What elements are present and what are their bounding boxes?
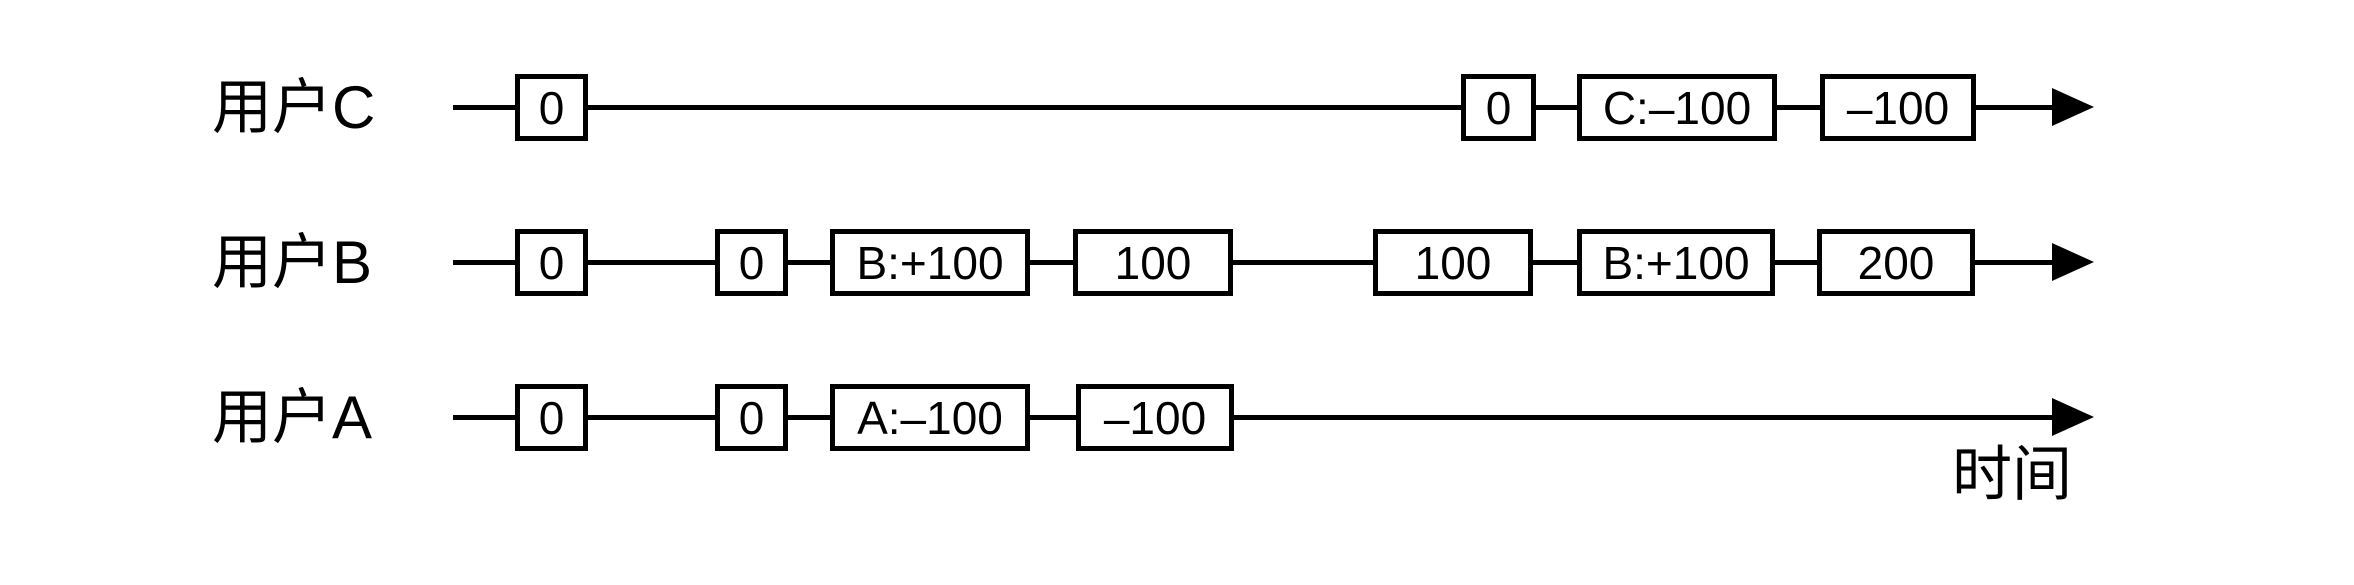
- state-box: 200: [1817, 229, 1975, 296]
- arrowhead-icon: [2052, 88, 2094, 126]
- state-box: –100: [1076, 384, 1234, 451]
- state-box: 0: [515, 229, 588, 296]
- arrowhead-icon: [2052, 243, 2094, 281]
- row-label-user-a: 用户A: [212, 384, 373, 451]
- arrowhead-icon: [2052, 398, 2094, 436]
- operation-box: C:–100: [1577, 74, 1777, 141]
- state-box: –100: [1820, 74, 1976, 141]
- operation-box: A:–100: [830, 384, 1030, 451]
- state-box: 0: [1461, 74, 1536, 141]
- operation-box: B:+100: [830, 229, 1030, 296]
- row-label-user-c: 用户C: [212, 74, 376, 141]
- state-box: 100: [1073, 229, 1233, 296]
- state-box: 0: [715, 229, 788, 296]
- operation-box: B:+100: [1577, 229, 1775, 296]
- timeline-axis-user-a: [453, 415, 2057, 420]
- state-box: 0: [515, 384, 588, 451]
- state-box: 0: [515, 74, 588, 141]
- state-box: 100: [1373, 229, 1533, 296]
- time-axis-label: 时间: [1952, 441, 2072, 508]
- timeline-axis-user-c: [453, 105, 2057, 110]
- state-box: 0: [715, 384, 788, 451]
- timeline-axis-user-b: [453, 260, 2057, 265]
- row-label-user-b: 用户B: [212, 229, 373, 296]
